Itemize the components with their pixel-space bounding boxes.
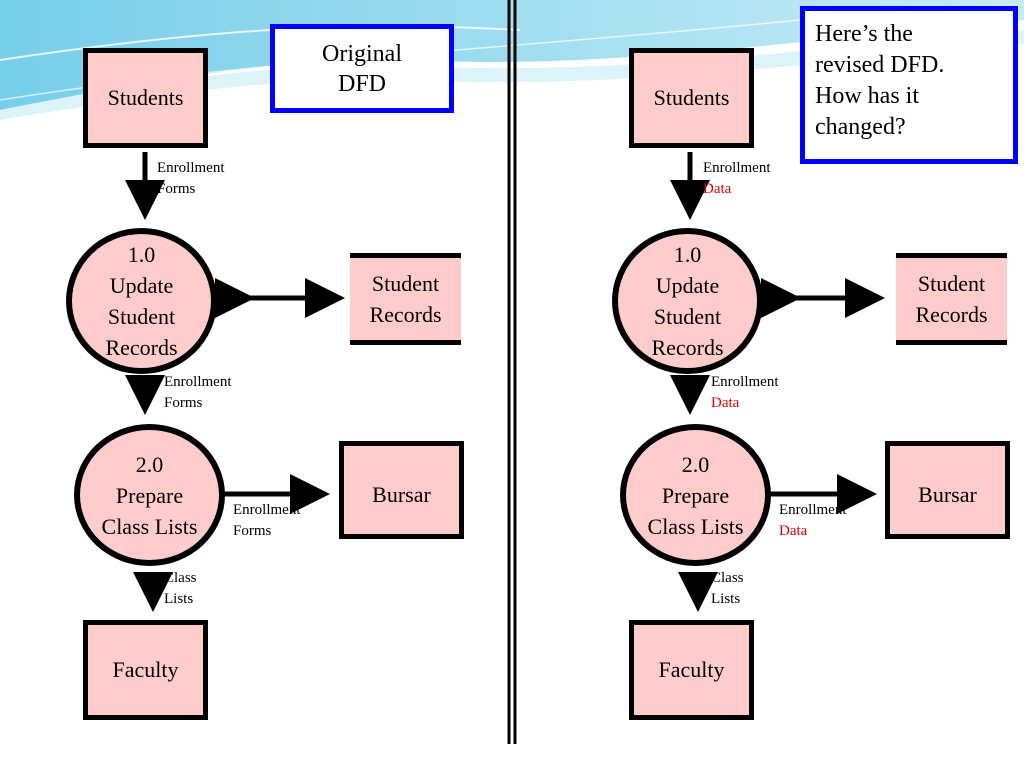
orig-bursar-label: Bursar — [372, 482, 431, 507]
rev-flow1-label: Enrollment Data — [703, 160, 771, 197]
rev-flow3-label: Enrollment Data — [779, 502, 847, 539]
rev-bursar-label: Bursar — [918, 482, 977, 507]
orig-flow2-label: Enrollment Forms — [164, 374, 232, 411]
orig-flow1-label: Enrollment Forms — [157, 160, 225, 197]
original-dfd-title-box: Original DFD — [270, 24, 454, 113]
orig-flow3-label: Enrollment Forms — [233, 502, 301, 539]
orig-student-records-store: Student Records — [350, 253, 461, 345]
orig-process-1: 1.0 Update Student Records — [66, 228, 217, 374]
rev-process-2: 2.0 Prepare Class Lists — [620, 424, 771, 566]
orig-process-2-id: 2.0 — [135, 451, 164, 477]
orig-faculty-label: Faculty — [112, 657, 179, 682]
center-divider — [507, 0, 517, 744]
orig-flow4-label: Class Lists — [164, 570, 197, 607]
rev-students-label: Students — [653, 85, 730, 110]
note-line-3: How has it — [815, 83, 919, 109]
orig-students-entity: Students — [83, 48, 208, 148]
title-line-2: DFD — [337, 70, 386, 97]
rev-process-2-id: 2.0 — [681, 451, 710, 477]
rev-process-1: 1.0 Update Student Records — [612, 228, 763, 374]
note-line-4: changed? — [815, 114, 906, 140]
title-line-1: Original — [322, 40, 402, 67]
orig-students-label: Students — [107, 85, 184, 110]
orig-process-2: 2.0 Prepare Class Lists — [74, 424, 225, 566]
rev-flow4-label: Class Lists — [711, 570, 744, 607]
note-line-1: Here’s the — [815, 21, 913, 47]
revised-note-box: Here’s the revised DFD. How has it chang… — [800, 6, 1018, 164]
rev-faculty-label: Faculty — [658, 657, 725, 682]
orig-bursar-entity: Bursar — [339, 441, 464, 539]
rev-process-1-id: 1.0 — [673, 242, 702, 267]
rev-bursar-entity: Bursar — [885, 441, 1010, 539]
orig-faculty-entity: Faculty — [83, 620, 208, 720]
rev-students-entity: Students — [629, 48, 754, 148]
rev-faculty-entity: Faculty — [629, 620, 754, 720]
rev-flow2-label: Enrollment Data — [711, 374, 779, 411]
note-line-2: revised DFD. — [815, 52, 945, 78]
orig-process-1-id: 1.0 — [127, 242, 156, 267]
rev-student-records-store: Student Records — [896, 253, 1007, 345]
